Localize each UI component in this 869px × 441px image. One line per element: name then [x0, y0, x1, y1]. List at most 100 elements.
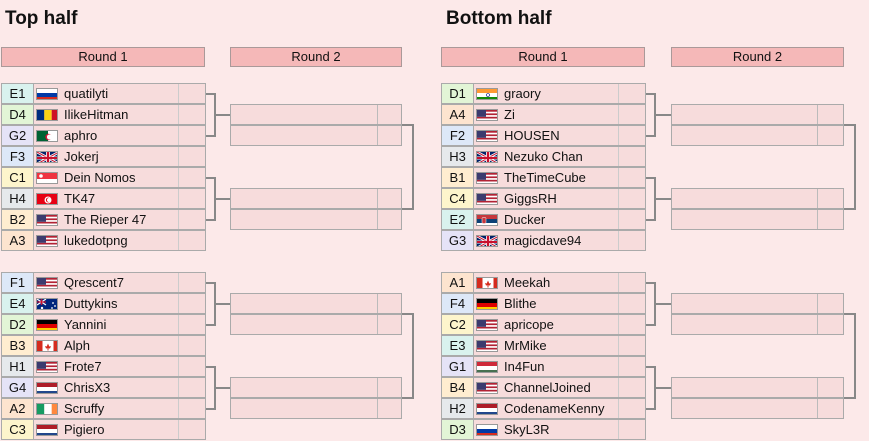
score-divider — [377, 294, 378, 313]
seed-label: G3 — [442, 231, 474, 250]
seed-label: F3 — [2, 147, 34, 166]
round2-slot[interactable] — [230, 188, 402, 209]
russia-flag-icon — [36, 88, 58, 100]
player-name: HOUSEN — [504, 128, 560, 143]
player-name: Meekah — [504, 275, 551, 290]
round2-slot[interactable] — [230, 125, 402, 146]
score-divider — [178, 357, 179, 376]
score-divider — [178, 420, 179, 439]
round2-slot[interactable] — [671, 314, 844, 335]
score-divider — [618, 147, 619, 166]
round2-slot[interactable] — [671, 104, 844, 125]
round2-slot[interactable] — [671, 398, 844, 419]
score-divider — [618, 357, 619, 376]
round2-slot[interactable] — [671, 209, 844, 230]
player-name: The Rieper 47 — [64, 212, 147, 227]
score-divider — [618, 378, 619, 397]
player-name: Duttykins — [64, 296, 118, 311]
uk-flag-icon — [476, 151, 498, 163]
bracket-connector-line — [215, 386, 230, 389]
score-divider — [618, 168, 619, 187]
score-divider — [377, 210, 378, 229]
score-divider — [817, 315, 818, 334]
score-divider — [618, 315, 619, 334]
serbia-flag-icon — [476, 214, 498, 226]
round2-slot[interactable] — [671, 293, 844, 314]
seed-label: E4 — [2, 294, 34, 313]
seed-label: B2 — [2, 210, 34, 229]
bracket-connector — [402, 124, 414, 210]
seed-label: B3 — [2, 336, 34, 355]
score-divider — [817, 294, 818, 313]
top-half-title: Top half — [5, 8, 78, 29]
uk-flag-icon — [476, 235, 498, 247]
usa-flag-icon — [476, 382, 498, 394]
round2-slot[interactable] — [671, 377, 844, 398]
seed-label: F4 — [442, 294, 474, 313]
usa-flag-icon — [476, 319, 498, 331]
seed-label: D1 — [442, 84, 474, 103]
tunisia-flag-icon — [36, 193, 58, 205]
top-round1-header: Round 1 — [1, 47, 205, 67]
player-name: IlikeHitman — [64, 107, 129, 122]
round2-slot[interactable] — [230, 314, 402, 335]
seed-label: F2 — [442, 126, 474, 145]
usa-flag-icon — [36, 214, 58, 226]
score-divider — [178, 231, 179, 250]
player-name: TheTimeCube — [504, 170, 586, 185]
score-divider — [178, 105, 179, 124]
player-name: quatilyti — [64, 86, 109, 101]
round2-slot[interactable] — [230, 209, 402, 230]
bracket-connector-line — [655, 386, 671, 389]
player-name: GiggsRH — [504, 191, 557, 206]
player-slot[interactable]: F2 HOUSEN — [441, 125, 646, 146]
round2-slot[interactable] — [230, 104, 402, 125]
round2-slot[interactable] — [230, 293, 402, 314]
player-name: CodenameKenny — [504, 401, 605, 416]
player-name: SkyL3R — [504, 422, 550, 437]
netherlands-flag-icon — [476, 403, 498, 415]
score-divider — [178, 210, 179, 229]
netherlands-flag-icon — [36, 424, 58, 436]
player-slot[interactable]: B2 The Rieper 47 — [1, 209, 206, 230]
round2-slot[interactable] — [671, 125, 844, 146]
player-slot[interactable]: E4 Duttykins — [1, 293, 206, 314]
round2-slot[interactable] — [230, 377, 402, 398]
score-divider — [377, 378, 378, 397]
top-round2-header: Round 2 — [230, 47, 402, 67]
round2-slot[interactable] — [230, 398, 402, 419]
usa-flag-icon — [476, 130, 498, 142]
round2-slot[interactable] — [671, 188, 844, 209]
player-name: TK47 — [64, 191, 96, 206]
usa-flag-icon — [476, 172, 498, 184]
